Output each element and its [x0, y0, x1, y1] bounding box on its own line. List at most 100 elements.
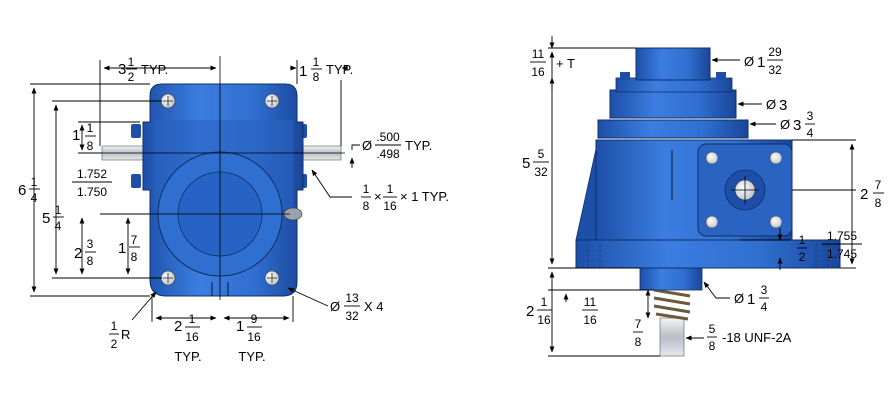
frac-den: 8: [875, 196, 882, 210]
dim-suffix: TYP.: [174, 349, 201, 364]
frac-den: 8: [87, 139, 94, 153]
dim-plus-t: + T: [556, 56, 575, 71]
plate-bolt: [769, 151, 783, 165]
frac-num: 13: [345, 291, 359, 305]
plate-bolt: [769, 215, 783, 229]
bolt-head: [131, 124, 141, 138]
frac-num: 3: [87, 237, 94, 251]
cap-screw: [620, 72, 630, 80]
frac-den: 16: [383, 199, 397, 213]
frac-num: 1: [55, 203, 62, 217]
frac-num: 1: [87, 121, 94, 135]
dim-suffix: TYP.: [141, 62, 168, 77]
dim-5-1-4: 5: [42, 210, 50, 227]
frac-num: 1: [128, 55, 135, 69]
dim-dia-3: 3: [779, 97, 787, 114]
dim-1745: 1.745: [827, 247, 857, 261]
frac-num: 5: [709, 322, 716, 336]
frac-den: 8: [313, 70, 320, 84]
side-view: 11 16 + T Ø 1 29 32 Ø 3 Ø 3 3 4 5 5 32 2…: [522, 36, 884, 357]
frac-den: 16: [531, 65, 545, 79]
frac-den: 16: [247, 330, 261, 344]
frac-den: 32: [345, 309, 359, 323]
frac-num: 1: [387, 182, 394, 196]
dim-1-9-16: 1: [236, 318, 244, 335]
flange-large: [597, 119, 749, 139]
dim-1-1-8-typ: 1: [299, 63, 307, 80]
dia-symbol: Ø: [734, 291, 744, 306]
plate-bolt: [705, 215, 719, 229]
frac-den: 8: [363, 199, 370, 213]
frac-num: 3: [807, 109, 814, 123]
dim-key-suffix: × 1 TYP.: [400, 189, 449, 204]
plate-bolt: [705, 151, 719, 165]
frac-num: 3: [761, 283, 768, 297]
front-view: 3 1 2 TYP. 1 1 8 TYP. 6 1 4 5 1 4 1 1 8 …: [18, 55, 449, 364]
frac-den: 16: [583, 313, 597, 327]
dia-symbol: Ø: [780, 117, 790, 132]
dim-2-1-16: 2: [174, 318, 182, 335]
frac-num: 5: [538, 147, 545, 161]
frac-num: 11: [584, 295, 597, 309]
frac-num: 1: [541, 295, 548, 309]
dim-suffix: TYP.: [238, 349, 265, 364]
frac-den: 8: [131, 250, 138, 264]
lower-shaft: [639, 267, 703, 291]
dim-2-3-8: 2: [74, 245, 82, 262]
support-gusset: [575, 139, 599, 241]
frac-num: 1: [363, 182, 370, 196]
dim-500: .500: [376, 130, 400, 144]
frac-num: 1: [313, 55, 320, 69]
cap-screw: [716, 72, 726, 80]
bolt-head: [131, 174, 141, 188]
frac-den: 4: [807, 126, 814, 140]
dim-1752: 1.752: [77, 167, 107, 181]
dim-1-3-4: 1: [747, 291, 755, 308]
frac-den: 16: [537, 313, 551, 327]
frac-num: 11: [532, 47, 545, 61]
mounting-base: [575, 239, 841, 269]
frac-den: 8: [635, 335, 642, 349]
dim-6-1-4: 6: [18, 182, 26, 199]
frac-den: 8: [709, 339, 716, 353]
frac-num: 7: [875, 178, 882, 192]
dia-symbol: Ø: [744, 54, 754, 69]
acme-thread: [653, 288, 691, 321]
dia-symbol: Ø: [362, 138, 372, 153]
dim-5-5-32: 5: [522, 155, 530, 172]
dim-dia-3-3-4: 3: [793, 117, 801, 134]
flange-mid: [609, 89, 737, 119]
frac-num: 1: [189, 312, 196, 326]
dim-498: .498: [376, 147, 400, 161]
dim-1-1-8: 1: [72, 127, 80, 144]
frac-den: 2: [128, 70, 135, 84]
frac-num: 1: [31, 175, 38, 189]
dim-3-1-2-typ: 3: [118, 61, 126, 78]
frac-den: 4: [31, 191, 38, 205]
frac-den: 32: [534, 165, 548, 179]
frac-den: 4: [55, 219, 62, 233]
frac-den: 4: [761, 300, 768, 314]
dia-symbol: Ø: [330, 299, 340, 314]
frac-num: 7: [635, 317, 642, 331]
frac-num: 7: [131, 233, 138, 247]
threaded-end: [659, 317, 685, 357]
frac-num: 29: [768, 45, 782, 59]
dim-2-1-16-side: 2: [526, 303, 534, 320]
frac-den: 2: [111, 337, 118, 351]
radius-suffix: R: [121, 327, 130, 342]
dim-suffix: TYP.: [326, 62, 353, 77]
frac-den: 16: [185, 330, 199, 344]
frac-den: 32: [768, 63, 782, 77]
dim-1-29-32: 1: [757, 54, 765, 71]
dim-1-7-8: 1: [118, 240, 126, 257]
dim-suffix: TYP.: [405, 138, 432, 153]
dia-symbol: Ø: [766, 97, 776, 112]
frac-den: 8: [87, 254, 94, 268]
frac-num: 1: [111, 319, 118, 333]
frac-den: 2: [799, 250, 806, 264]
frac-num: 9: [251, 312, 258, 326]
thread-spec: -18 UNF-2A: [722, 330, 792, 345]
dim-suffix: X 4: [364, 299, 384, 314]
